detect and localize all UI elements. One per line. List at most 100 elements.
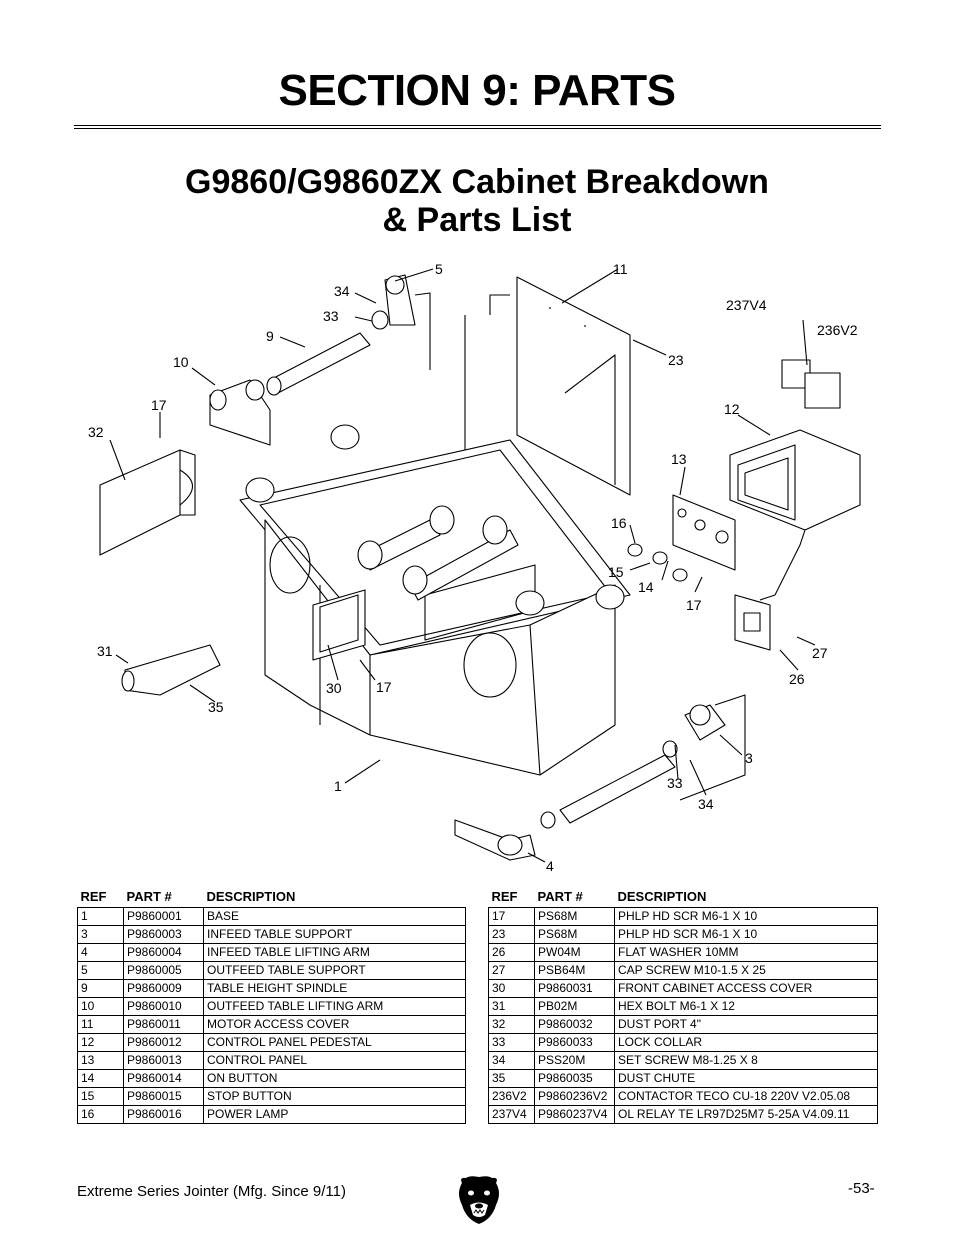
part-number-cell: PB02M <box>534 997 615 1016</box>
part-number-cell: PS68M <box>534 907 615 926</box>
callout-label: 17 <box>686 597 702 613</box>
ref-cell: 31 <box>488 997 535 1016</box>
ref-cell: 14 <box>77 1069 124 1088</box>
callout-label: 27 <box>812 645 828 661</box>
part-number-cell: PSS20M <box>534 1051 615 1070</box>
callout-label: 35 <box>208 699 224 715</box>
ref-cell: 16 <box>77 1105 124 1124</box>
ref-cell: 13 <box>77 1051 124 1070</box>
ref-cell: 33 <box>488 1033 535 1052</box>
ref-header: REF <box>491 888 518 904</box>
callout-label: 30 <box>326 680 342 696</box>
diagram-callout-labels: 5 11 34 33 237V4 236V2 9 23 10 17 12 32 … <box>88 261 858 874</box>
ref-cell: 5 <box>77 961 124 980</box>
callout-label: 34 <box>698 796 714 812</box>
description-cell: STOP BUTTON <box>203 1087 466 1106</box>
part-number-cell: P9860237V4 <box>534 1105 615 1124</box>
callout-label: 13 <box>671 451 687 467</box>
page-number: -53- <box>848 1180 875 1197</box>
part-number-cell: P9860016 <box>123 1105 204 1124</box>
part-number-cell: P9860015 <box>123 1087 204 1106</box>
description-cell: DUST PORT 4" <box>614 1015 878 1034</box>
part-number-cell: P9860014 <box>123 1069 204 1088</box>
description-header: DESCRIPTION <box>617 888 707 904</box>
part-number-cell: P9860035 <box>534 1069 615 1088</box>
ref-cell: 30 <box>488 979 535 998</box>
callout-label: 23 <box>668 352 684 368</box>
subtitle-line-2: & Parts List <box>382 201 572 239</box>
description-cell: PHLP HD SCR M6-1 X 10 <box>614 925 878 944</box>
description-cell: SET SCREW M8-1.25 X 8 <box>614 1051 878 1070</box>
part-header: PART # <box>126 888 172 904</box>
description-cell: DUST CHUTE <box>614 1069 878 1088</box>
description-cell: OUTFEED TABLE LIFTING ARM <box>203 997 466 1016</box>
callout-label: 1 <box>334 778 342 794</box>
part-number-cell: P9860009 <box>123 979 204 998</box>
part-number-cell: P9860236V2 <box>534 1087 615 1106</box>
callout-label: 14 <box>638 579 654 595</box>
part-number-cell: P9860012 <box>123 1033 204 1052</box>
callout-label: 9 <box>266 328 274 344</box>
cabinet-breakdown-diagram: 5 11 34 33 237V4 236V2 9 23 10 17 12 32 … <box>88 261 861 874</box>
callout-label: 17 <box>376 679 392 695</box>
description-cell: FLAT WASHER 10MM <box>614 943 878 962</box>
callout-label: 33 <box>667 775 683 791</box>
part-number-cell: PS68M <box>534 925 615 944</box>
ref-cell: 237V4 <box>488 1105 535 1124</box>
callout-label: 32 <box>88 424 104 440</box>
part-number-cell: PSB64M <box>534 961 615 980</box>
description-cell: CAP SCREW M10-1.5 X 25 <box>614 961 878 980</box>
part-number-cell: P9860010 <box>123 997 204 1016</box>
ref-cell: 236V2 <box>488 1087 535 1106</box>
part-number-cell: P9860011 <box>123 1015 204 1034</box>
description-cell: LOCK COLLAR <box>614 1033 878 1052</box>
subtitle-line-1: G9860/G9860ZX Cabinet Breakdown <box>185 163 769 201</box>
description-cell: MOTOR ACCESS COVER <box>203 1015 466 1034</box>
part-number-cell: P9860005 <box>123 961 204 980</box>
section-title: SECTION 9: PARTS <box>278 66 676 115</box>
description-cell: CONTROL PANEL PEDESTAL <box>203 1033 466 1052</box>
description-cell: HEX BOLT M6-1 X 12 <box>614 997 878 1016</box>
description-cell: CONTACTOR TECO CU-18 220V V2.05.08 <box>614 1087 878 1106</box>
ref-cell: 35 <box>488 1069 535 1088</box>
title-rule <box>74 125 881 129</box>
ref-cell: 3 <box>77 925 124 944</box>
description-cell: BASE <box>203 907 466 926</box>
table-header-row: REF PART # DESCRIPTION <box>78 888 466 908</box>
part-number-cell: P9860031 <box>534 979 615 998</box>
part-number-cell: P9860013 <box>123 1051 204 1070</box>
description-cell: POWER LAMP <box>203 1105 466 1124</box>
page-subtitle: G9860/G9860ZX Cabinet Breakdown & Parts … <box>0 163 954 239</box>
part-number-cell: P9860032 <box>534 1015 615 1034</box>
part-number-cell: P9860004 <box>123 943 204 962</box>
callout-label: 5 <box>435 261 443 277</box>
ref-header: REF <box>80 888 107 904</box>
ref-cell: 4 <box>77 943 124 962</box>
part-number-cell: P9860003 <box>123 925 204 944</box>
description-cell: OUTFEED TABLE SUPPORT <box>203 961 466 980</box>
ref-cell: 26 <box>488 943 535 962</box>
footer-manual-title: Extreme Series Jointer (Mfg. Since 9/11) <box>77 1183 346 1200</box>
ref-cell: 34 <box>488 1051 535 1070</box>
